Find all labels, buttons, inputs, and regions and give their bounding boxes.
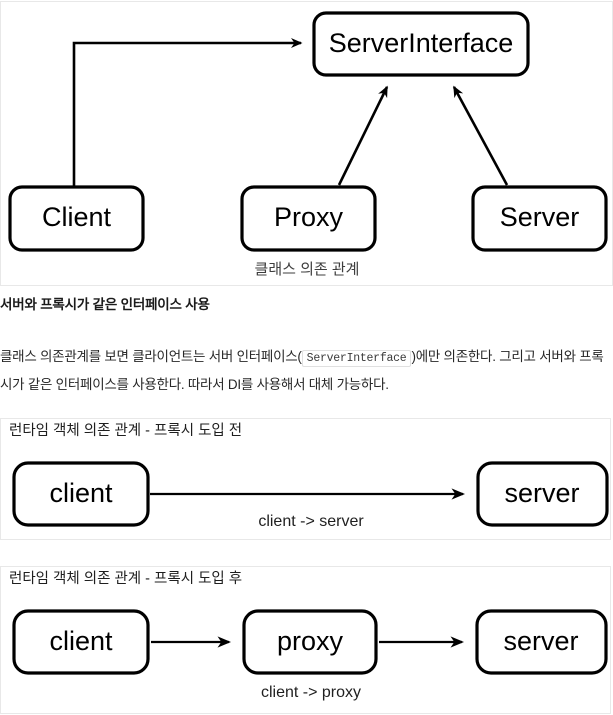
runtime-before-edge-label: client -> server xyxy=(258,513,364,530)
class-diagram-caption: 클래스 의존 관계 xyxy=(255,261,360,278)
class-node-client: Client xyxy=(8,185,145,252)
server-box xyxy=(471,185,608,252)
runtime-after-proxy-label: proxy xyxy=(277,626,344,656)
runtime-after-figure: 런타임 객체 의존 관계 - 프록시 도입 후 client proxy ser… xyxy=(0,566,611,714)
runtime-before-node-client: client xyxy=(12,461,150,527)
runtime-before-figure: 런타임 객체 의존 관계 - 프록시 도입 전 client server cl… xyxy=(0,418,611,540)
class-node-serverinterface: ServerInterface xyxy=(312,11,530,77)
runtime-after-node-proxy: proxy xyxy=(242,609,378,675)
runtime-after-node-client: client xyxy=(12,609,150,675)
runtime-before-server-label: server xyxy=(504,478,579,508)
section-heading: 서버와 프록시가 같은 인터페이스 사용 xyxy=(0,297,210,312)
class-node-server: Server xyxy=(471,185,608,252)
runtime-before-node-server: server xyxy=(476,461,609,527)
runtime-after-svg: 런타임 객체 의존 관계 - 프록시 도입 후 client proxy ser… xyxy=(9,570,608,701)
runtime-after-edge-label: client -> proxy xyxy=(261,684,361,701)
body-paragraph: 클래스 의존관계를 보면 클라이언트는 서버 인터페이스(ServerInter… xyxy=(0,344,609,398)
runtime-after-proxy-box xyxy=(242,609,378,675)
runtime-after-client-box xyxy=(12,609,150,675)
proxy-box xyxy=(240,185,377,252)
serverinterface-label: ServerInterface xyxy=(329,28,514,58)
runtime-after-node-server: server xyxy=(475,609,608,675)
edge-client-to-serverinterface xyxy=(72,38,303,186)
runtime-before-svg: 런타임 객체 의존 관계 - 프록시 도입 전 client server cl… xyxy=(9,422,609,530)
runtime-before-client-box xyxy=(12,461,150,527)
class-dependency-figure: ServerInterface Client Proxy Server xyxy=(0,1,613,286)
client-box xyxy=(8,185,145,252)
edge-proxy-to-serverinterface xyxy=(337,85,389,186)
runtime-before-title: 런타임 객체 의존 관계 - 프록시 도입 전 xyxy=(9,422,242,439)
paragraph-text-part2: )에만 의존한다. 그리고 서버와 프록시가 같은 인터페이스를 사용한다. 따… xyxy=(0,349,604,392)
client-label: Client xyxy=(42,202,112,232)
class-dependency-svg: ServerInterface Client Proxy Server xyxy=(8,11,608,278)
paragraph-text-part1: 클래스 의존관계를 보면 클라이언트는 서버 인터페이스( xyxy=(0,349,302,364)
inline-code-serverinterface: ServerInterface xyxy=(301,350,412,367)
edge-server-to-serverinterface xyxy=(452,85,509,186)
runtime-after-title: 런타임 객체 의존 관계 - 프록시 도입 후 xyxy=(9,570,242,587)
runtime-after-client-label: client xyxy=(49,626,113,656)
proxy-label: Proxy xyxy=(274,202,344,232)
runtime-before-client-label: client xyxy=(49,478,113,508)
runtime-after-server-box xyxy=(475,609,608,675)
serverinterface-box xyxy=(312,11,530,77)
runtime-after-server-label: server xyxy=(503,626,578,656)
class-node-proxy: Proxy xyxy=(240,185,377,252)
server-label: Server xyxy=(500,202,580,232)
runtime-before-server-box xyxy=(476,461,609,527)
